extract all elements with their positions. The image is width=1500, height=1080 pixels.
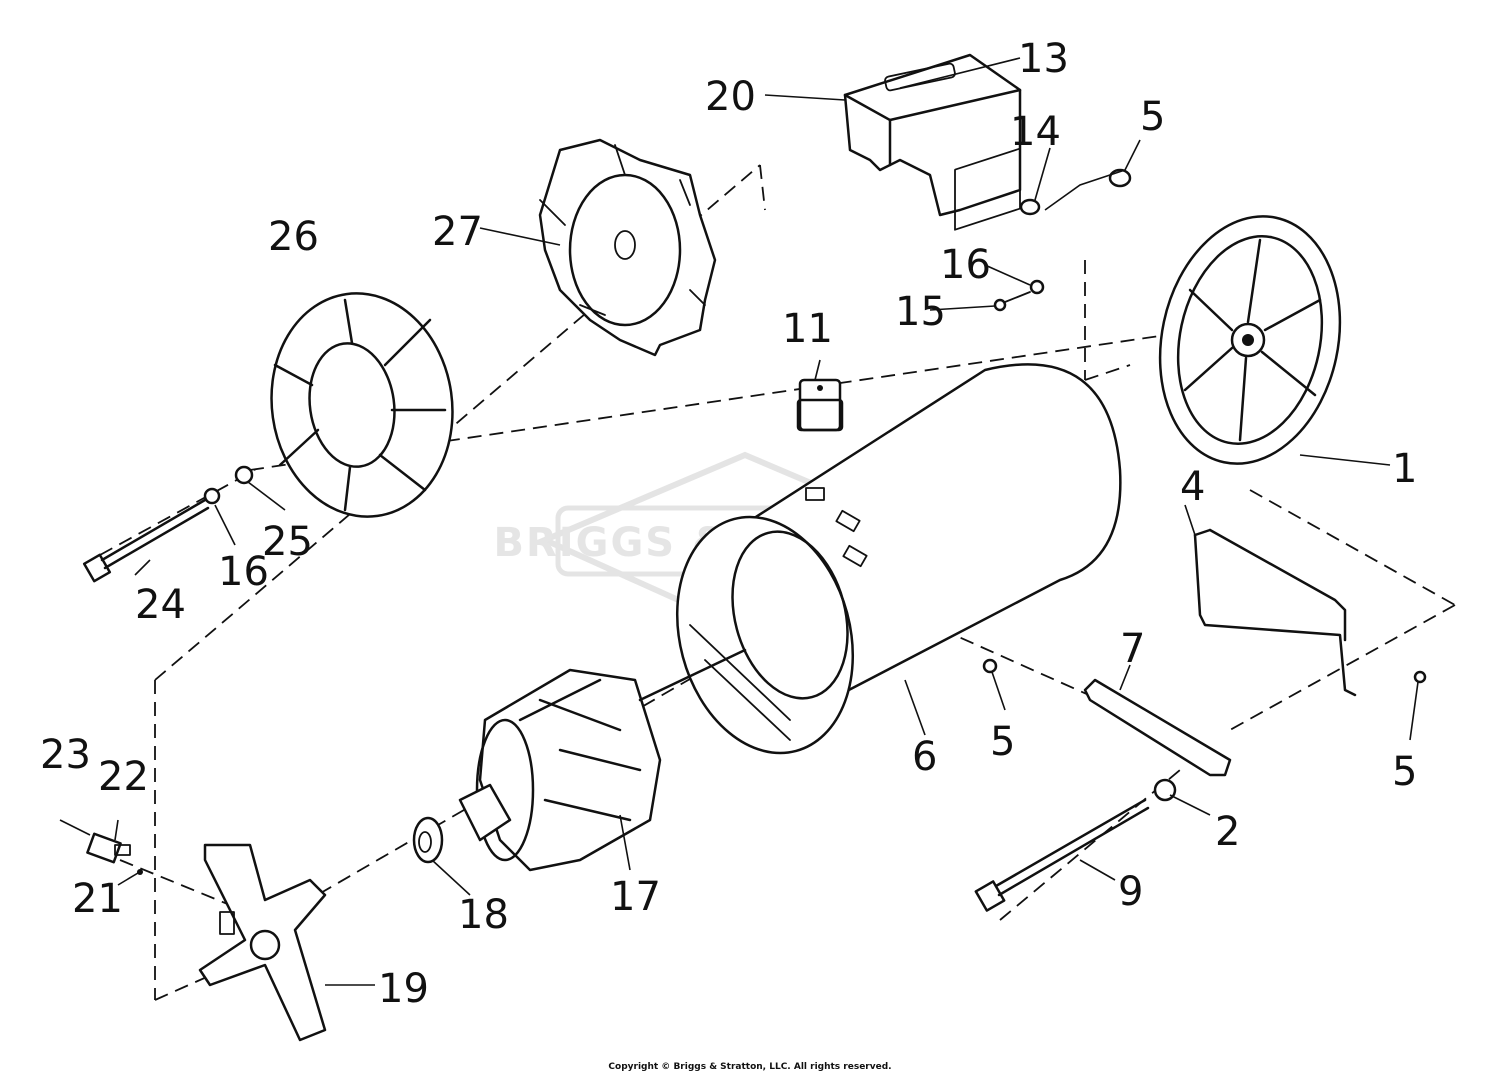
callout-11: 11	[782, 306, 833, 352]
callout-6: 6	[912, 734, 937, 780]
callout-26: 26	[268, 214, 319, 260]
callout-21: 21	[72, 876, 123, 922]
callout-4: 4	[1180, 464, 1205, 510]
rotor	[458, 648, 747, 872]
callout-13: 13	[1018, 36, 1069, 82]
brush-assembly	[86, 832, 143, 875]
callout-23: 23	[40, 732, 91, 778]
callout-22: 22	[98, 754, 149, 800]
callout-20: 20	[705, 74, 756, 120]
callout-1: 1	[1392, 446, 1417, 492]
bearing	[412, 816, 444, 864]
callout-16-top: 16	[940, 242, 991, 288]
mounting-spider	[198, 843, 327, 1042]
tie-strap	[1083, 678, 1232, 777]
callout-17: 17	[610, 874, 661, 920]
control-box-cover	[843, 53, 1022, 217]
callout-7: 7	[1120, 626, 1145, 672]
callout-18: 18	[458, 892, 509, 938]
callout-14: 14	[1010, 109, 1061, 155]
callout-25: 25	[262, 519, 313, 565]
long-bolts	[82, 498, 1150, 912]
callout-labels: 20 13 14 5 16 15 26 27 11 1 4 7 5 6 5 2 …	[40, 36, 1417, 1012]
callout-5-middle: 5	[990, 719, 1015, 765]
copyright-notice: Copyright © Briggs & Stratton, LLC. All …	[608, 1062, 892, 1072]
end-bell	[1158, 215, 1342, 465]
leader-lines	[59, 57, 1419, 986]
callout-9: 9	[1118, 869, 1143, 915]
callout-5-top: 5	[1140, 94, 1165, 140]
callout-16-left: 16	[218, 549, 269, 595]
fan	[538, 138, 717, 357]
callout-2: 2	[1215, 809, 1240, 855]
receptacle	[796, 378, 844, 432]
callout-15: 15	[895, 289, 946, 335]
callout-5-right: 5	[1392, 749, 1417, 795]
callout-27: 27	[432, 209, 483, 255]
callout-24: 24	[135, 582, 186, 628]
fan-guard	[270, 292, 454, 518]
stator-housing	[675, 147, 1122, 755]
frame-bracket	[1193, 528, 1357, 697]
callout-19: 19	[378, 966, 429, 1012]
